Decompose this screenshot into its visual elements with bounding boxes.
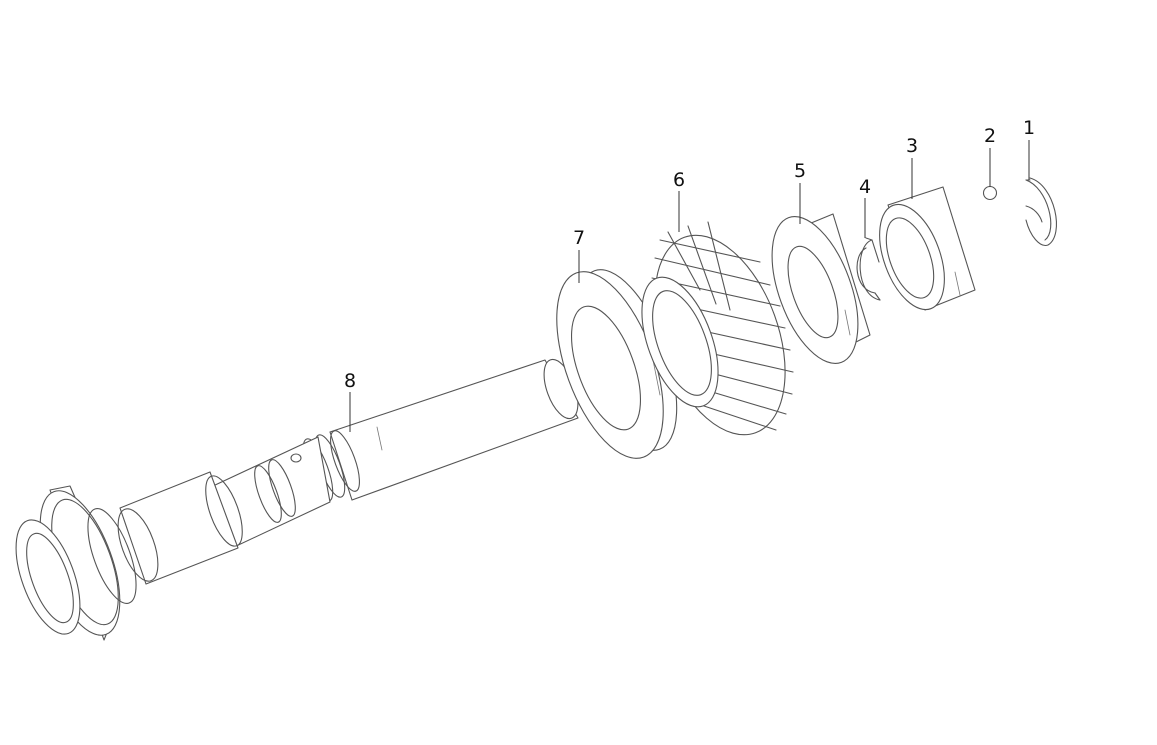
part-3-sleeve (879, 186, 976, 311)
part-7-washer (556, 269, 678, 459)
callout-5: 5 (794, 160, 806, 182)
callout-7: 7 (573, 227, 585, 249)
part-8-shaft (15, 358, 579, 641)
callout-4: 4 (859, 176, 871, 198)
callout-8: 8 (344, 370, 356, 392)
part-2-ball (982, 185, 998, 201)
callout-6: 6 (673, 169, 685, 191)
callout-3: 3 (906, 135, 918, 157)
part-5-bearing (771, 213, 871, 364)
part-1-circlip (1025, 177, 1057, 246)
part-6-helical-gear (641, 221, 794, 436)
callout-2: 2 (984, 125, 996, 147)
leader-lines (349, 140, 1030, 432)
callout-labels: 1 2 3 4 5 6 7 8 (344, 117, 1035, 392)
part-4-snap-ring (856, 237, 881, 301)
callout-1: 1 (1023, 117, 1035, 139)
